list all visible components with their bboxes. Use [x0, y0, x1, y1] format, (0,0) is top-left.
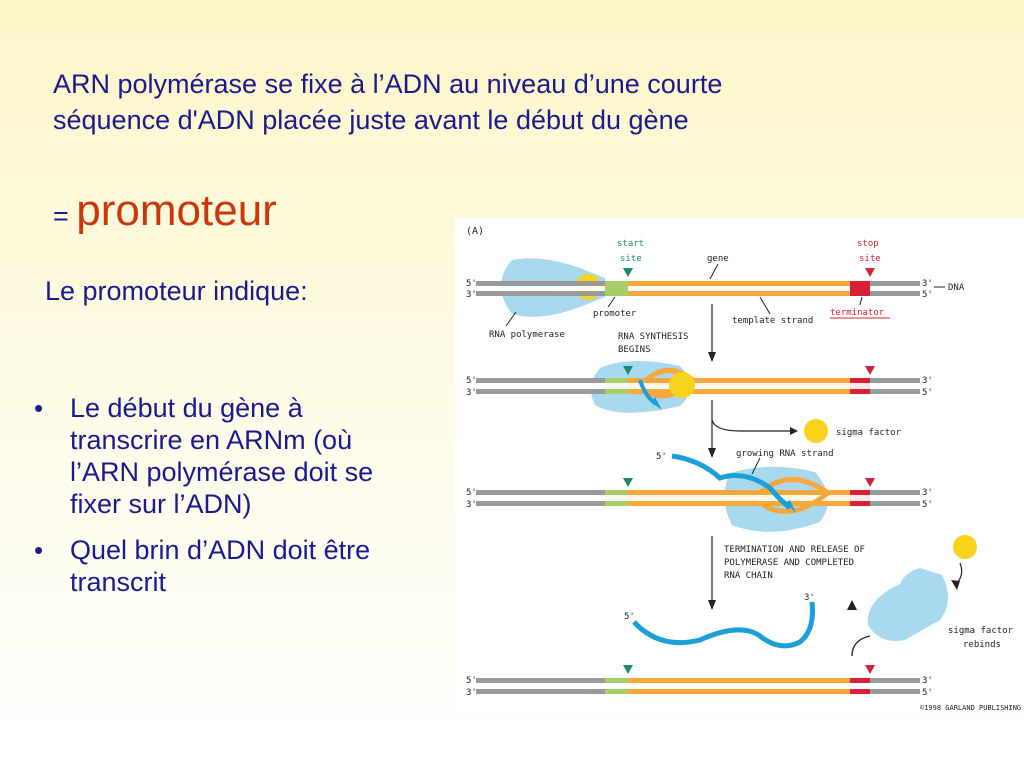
five-prime-label: 5' — [922, 388, 933, 398]
bullet-marker: • — [34, 393, 44, 423]
intro-line-2: séquence d'ADN placée juste avant le déb… — [53, 105, 689, 135]
bullet-marker: • — [34, 535, 44, 565]
intro-line-1: ARN polymérase se fixe à l’ADN au niveau… — [53, 69, 723, 99]
bullet-line: transcrit — [70, 567, 167, 597]
stage-2-initiation: 5' 3' 3' 5' — [466, 360, 933, 413]
growing-rna-label: growing RNA strand — [736, 449, 834, 459]
released-sigma-factor — [804, 419, 828, 443]
termination-label: POLYMERASE AND COMPLETED — [724, 558, 854, 568]
three-prime-label: 3' — [804, 593, 815, 603]
five-prime-label: 5' — [922, 290, 933, 300]
promoter-definition: = promoteur — [53, 186, 277, 236]
stage-4-restored-dna: 5' 3' 3' 5' — [466, 665, 933, 698]
five-prime-label: 5' — [624, 612, 635, 622]
released-polymerase — [867, 568, 949, 641]
three-prime-label: 3' — [466, 500, 477, 510]
equals-sign: = — [53, 201, 77, 231]
completed-rna-chain — [632, 601, 815, 649]
terminator-region — [850, 281, 870, 296]
stop-site-marker — [865, 268, 875, 277]
sigma-factor-label: sigma factor — [836, 428, 902, 438]
bullet-item-gene-start: • Le début du gène à transcrire en ARNm … — [30, 392, 460, 520]
three-prime-label: 3' — [466, 388, 477, 398]
three-prime-label: 3' — [922, 376, 933, 386]
bullet-line: l’ARN polymérase doit se — [70, 457, 374, 487]
termination-label: TERMINATION AND RELEASE OF — [724, 545, 865, 555]
rna-polymerase-label: RNA polymerase — [489, 330, 565, 340]
five-prime-label: 5' — [466, 488, 477, 498]
stop-site-label: stop — [857, 239, 879, 249]
stage-1-binding: start site stop site gene 5' 3' 3' 5' DN… — [466, 239, 965, 340]
start-site-label: start — [617, 239, 644, 249]
five-prime-label: 5' — [656, 452, 667, 462]
five-prime-label: 5' — [922, 688, 933, 698]
five-prime-label: 5' — [922, 500, 933, 510]
transcription-diagram: (A) start site stop site gene 5' 3' 3' 5… — [455, 218, 1024, 718]
gene-label: gene — [707, 254, 729, 264]
bullet-line: transcrire en ARNm (où — [70, 425, 353, 455]
rebinding-sigma-factor — [953, 535, 977, 559]
sigma-rebinds-label: rebinds — [963, 640, 1001, 650]
three-prime-label: 3' — [922, 676, 933, 686]
copyright-label: ©1998 GARLAND PUBLISHING — [920, 704, 1021, 712]
start-site-label: site — [620, 254, 642, 264]
promoter-label: promoter — [593, 309, 637, 319]
five-prime-label: 5' — [466, 376, 477, 386]
five-prime-label: 5' — [466, 279, 477, 289]
three-prime-label: 3' — [466, 290, 477, 300]
stage-3-elongation: 5' growing RNA strand 5' 3' 3' 5' — [466, 449, 933, 532]
termination-label: RNA CHAIN — [724, 571, 773, 581]
bullet-line: Le début du gène à — [70, 393, 303, 423]
dna-label: DNA — [948, 283, 965, 293]
five-prime-label: 5' — [466, 676, 477, 686]
promoter-region — [605, 281, 628, 296]
rna-synthesis-label: RNA SYNTHESIS — [618, 332, 688, 342]
intro-text: ARN polymérase se fixe à l’ADN au niveau… — [53, 66, 953, 138]
template-strand-label: template strand — [732, 316, 813, 326]
bullet-list: • Le début du gène à transcrire en ARNm … — [30, 392, 460, 612]
three-prime-label: 3' — [922, 279, 933, 289]
bullet-line: fixer sur l’ADN) — [70, 489, 252, 519]
indicates-heading: Le promoteur indique: — [45, 276, 308, 306]
stop-site-label: site — [859, 254, 881, 264]
three-prime-label: 3' — [466, 688, 477, 698]
terminator-label: terminator — [830, 308, 885, 318]
bullet-item-strand: • Quel brin d’ADN doit être transcrit — [30, 534, 460, 598]
rna-synthesis-label: BEGINS — [618, 345, 651, 355]
bullet-line: Quel brin d’ADN doit être — [70, 535, 371, 565]
panel-label: (A) — [466, 226, 484, 237]
growing-rna-strand — [671, 453, 792, 510]
promoter-term: promoteur — [76, 186, 277, 235]
three-prime-label: 3' — [922, 488, 933, 498]
sigma-rebinds-label: sigma factor — [948, 626, 1014, 636]
start-site-marker — [623, 268, 633, 277]
